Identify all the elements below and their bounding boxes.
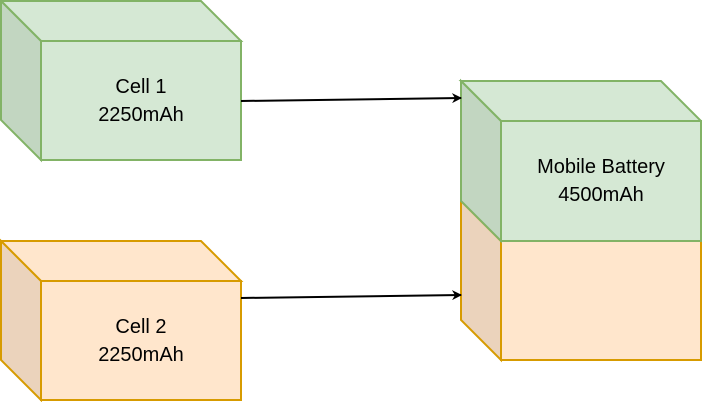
battery-label: Mobile Battery 4500mAh [501, 121, 701, 241]
battery-bottom-front-face [500, 240, 702, 361]
battery-capacity: 4500mAh [558, 184, 644, 206]
cell-1-front-face [40, 40, 242, 161]
cell-1-cube [0, 0, 244, 163]
cell-2-label: Cell 2 2250mAh [41, 281, 241, 400]
cell-1-name: Cell 1 [115, 75, 167, 98]
cell-2-top-face [0, 240, 244, 282]
cell-1-top-face [0, 0, 244, 42]
cell-2-front-face [40, 280, 242, 401]
cell-2-name: Cell 2 [115, 315, 167, 338]
cell-2-cube [0, 238, 244, 402]
cell-1-to-battery-arrow [240, 93, 462, 104]
cell-1-label: Cell 1 2250mAh [41, 41, 241, 160]
cell-2-capacity: 2250mAh [98, 343, 184, 366]
battery-top-front-face [500, 120, 702, 242]
battery-top-face [458, 80, 702, 122]
cell-2-to-battery-arrow [240, 290, 462, 301]
battery-cube [458, 78, 702, 363]
battery-name: Mobile Battery [537, 156, 665, 178]
cell-1-capacity: 2250mAh [98, 103, 184, 126]
